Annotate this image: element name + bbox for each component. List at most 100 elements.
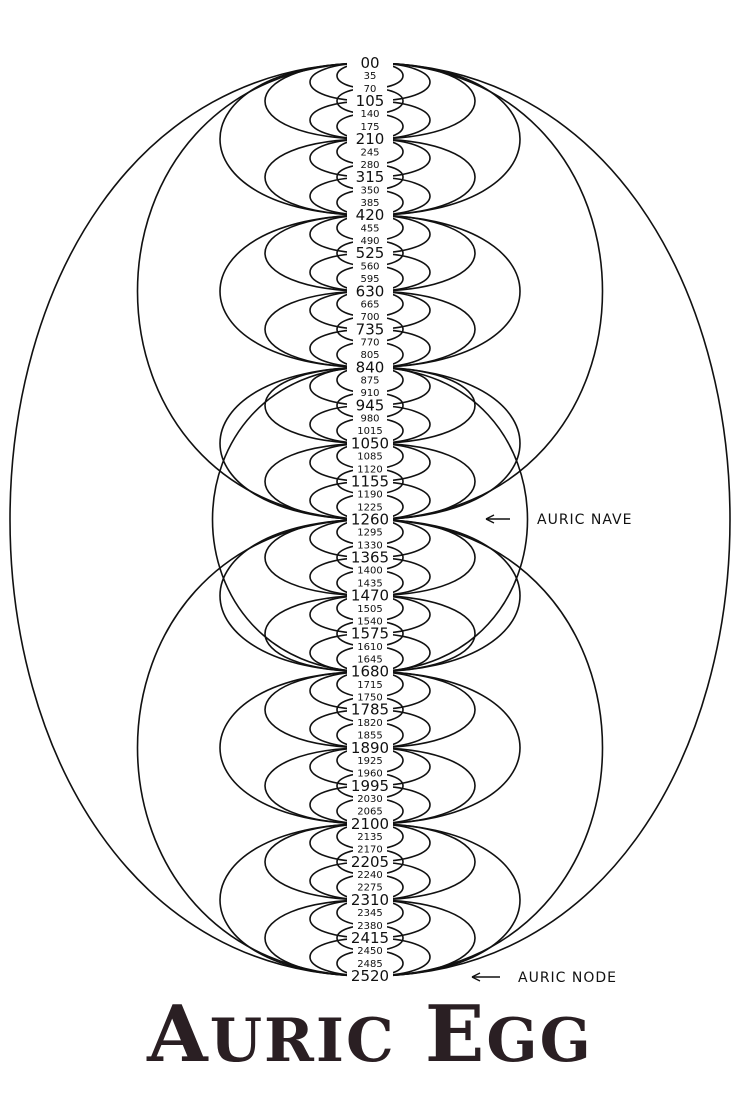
outer-egg-right <box>369 62 731 977</box>
column-value: 1575 <box>351 625 389 643</box>
column-value: 560 <box>360 261 379 272</box>
column-value: 490 <box>360 236 379 247</box>
column-label-backdrop <box>353 158 387 170</box>
column-label-backdrop <box>353 691 387 703</box>
column-value: 840 <box>356 358 385 376</box>
column-label-backdrop <box>353 184 387 196</box>
column-label-backdrop <box>353 907 387 919</box>
column-label-backdrop <box>347 207 393 223</box>
column-value: 2135 <box>357 832 382 843</box>
column-value: 1995 <box>351 777 389 795</box>
column-value: 1610 <box>357 642 382 653</box>
column-label-backdrop <box>347 702 393 718</box>
column-label-backdrop <box>353 716 387 728</box>
dozen-arc-left <box>219 62 371 216</box>
column-value: 1050 <box>351 434 389 452</box>
outer-egg-left <box>9 62 371 977</box>
column-value: 1085 <box>357 452 382 463</box>
column-value: 2065 <box>357 807 382 818</box>
auric-nave-label: AURIC NAVE <box>537 512 632 528</box>
node-arrow-head <box>471 972 481 982</box>
column-label-backdrop <box>353 235 387 247</box>
column-label-backdrop <box>353 615 387 627</box>
column-value: 1225 <box>357 502 382 513</box>
column-value: 420 <box>356 206 385 224</box>
column-label-backdrop <box>353 82 387 94</box>
column-label-backdrop <box>347 55 393 71</box>
column-value: 35 <box>364 71 377 82</box>
column-value: 770 <box>360 337 379 348</box>
column-value: 1645 <box>357 654 382 665</box>
column-value: 1715 <box>357 680 382 691</box>
column-value: 700 <box>360 312 379 323</box>
column-value: 805 <box>360 350 379 361</box>
column-value: 2170 <box>357 845 382 856</box>
column-label-backdrop <box>353 146 387 158</box>
column-label-backdrop <box>353 729 387 741</box>
column-label-backdrop <box>347 169 393 185</box>
column-label-backdrop <box>353 311 387 323</box>
column-value: 1925 <box>357 756 382 767</box>
column-label-backdrop <box>353 387 387 399</box>
column-value: 525 <box>356 244 385 262</box>
column-label-backdrop <box>353 640 387 652</box>
column-value: 2520 <box>351 967 389 985</box>
column-value: 105 <box>356 92 385 110</box>
column-value: 1330 <box>357 540 382 551</box>
dozen-arc-left <box>219 823 371 977</box>
column-label-backdrop <box>353 526 387 538</box>
dozen-arc-left <box>219 214 371 369</box>
column-label-backdrop <box>353 108 387 120</box>
column-label-backdrop <box>353 919 387 931</box>
column-label-backdrop <box>353 754 387 766</box>
dozen-arc-right <box>369 62 521 216</box>
column-label-backdrop <box>347 588 393 604</box>
column-value: 2380 <box>357 921 382 932</box>
column-label-backdrop <box>347 473 393 489</box>
column-value: 1820 <box>357 718 382 729</box>
column-label-backdrop <box>353 273 387 285</box>
column-label-backdrop <box>353 539 387 551</box>
column-value: 1190 <box>357 490 382 501</box>
column-label-backdrop <box>353 412 387 424</box>
column-value: 175 <box>360 122 379 133</box>
column-label-backdrop <box>353 767 387 779</box>
column-label-backdrop <box>353 222 387 234</box>
column-label-backdrop <box>353 450 387 462</box>
column-value: 455 <box>360 223 379 234</box>
column-value: 1680 <box>351 663 389 681</box>
dozen-arc-right <box>369 214 521 369</box>
column-value: 70 <box>364 84 377 95</box>
nave-arrow-head <box>485 514 495 524</box>
column-label-backdrop <box>353 678 387 690</box>
column-value: 945 <box>356 396 385 414</box>
column-label-backdrop <box>353 805 387 817</box>
column-label-backdrop <box>353 957 387 969</box>
title-rest-uric: URIC <box>209 1006 396 1076</box>
column-label-backdrop <box>353 602 387 614</box>
column-value: 1260 <box>351 511 389 529</box>
column-value: 350 <box>360 185 379 196</box>
dozen-arc-right <box>369 823 521 977</box>
column-label-backdrop <box>347 359 393 375</box>
column-value: 1785 <box>351 701 389 719</box>
auric-egg-diagram: 0035701051401752102452803153503854204554… <box>9 54 731 986</box>
column-label-backdrop <box>353 349 387 361</box>
column-label-backdrop <box>347 778 393 794</box>
column-value: 980 <box>360 414 379 425</box>
column-value: 1435 <box>357 578 382 589</box>
column-value: 1295 <box>357 528 382 539</box>
dozen-arc-left <box>219 670 371 825</box>
column-label-backdrop <box>347 968 393 984</box>
lower-oval-right <box>369 518 604 977</box>
column-label-backdrop <box>353 501 387 513</box>
dozen-arc-right <box>369 518 521 673</box>
column-label-backdrop <box>347 512 393 527</box>
column-label-backdrop <box>353 425 387 437</box>
column-value: 140 <box>360 109 379 120</box>
dozen-arc-left <box>219 366 371 521</box>
column-label-backdrop <box>353 564 387 576</box>
column-value: 1890 <box>351 739 389 757</box>
nave-oval-right <box>369 366 529 673</box>
column-value: 280 <box>360 160 379 171</box>
